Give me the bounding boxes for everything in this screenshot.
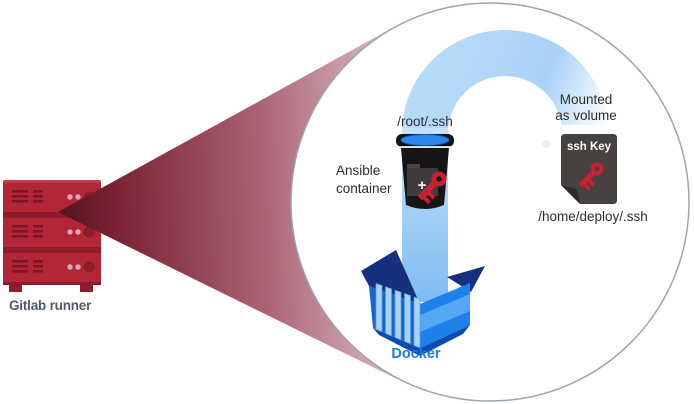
- docker-box-right-band: [420, 294, 470, 332]
- root-ssh-path-label: /root/.ssh: [397, 114, 453, 129]
- key-icon: [417, 171, 447, 205]
- home-deploy-ssh-path-label: /home/deploy/.ssh: [538, 209, 648, 224]
- ssh-key-file-label: ssh Key: [567, 141, 612, 153]
- ansible-container-label-line2: container: [336, 181, 392, 196]
- mounted-as-volume-label-line2: as volume: [555, 108, 617, 123]
- docker-box-icon: [361, 250, 485, 356]
- docker-label: Docker: [391, 346, 441, 362]
- file-shape: [561, 134, 617, 204]
- docker-container-slats: [375, 283, 421, 349]
- ansible-container-icon: +: [396, 134, 454, 209]
- mounted-as-volume-label-line1: Mounted: [560, 92, 613, 107]
- docker-box-bottom: [373, 325, 470, 356]
- server-separator: [3, 247, 101, 253]
- pipe-arch: [402, 30, 608, 141]
- key-icon: [578, 162, 604, 191]
- server-vent-slats: [12, 190, 43, 273]
- server-foot: [9, 284, 22, 292]
- decorative-dot: [542, 140, 550, 148]
- ssh-key-file-icon: ssh Key: [561, 134, 617, 204]
- bucket-highlight: [398, 146, 452, 148]
- ansible-container-label-line1: Ansible: [336, 163, 380, 178]
- gitlab-runner-label: Gitlab runner: [9, 298, 92, 313]
- server-foot: [80, 284, 93, 292]
- server-separator: [3, 212, 101, 218]
- file-fold-corner: [561, 185, 580, 204]
- docker-right-flap: [447, 266, 485, 292]
- server-base: [3, 282, 101, 285]
- docker-left-flap: [361, 250, 420, 304]
- folder-plus-label: +: [418, 177, 427, 194]
- bucket-liquid-top: [400, 134, 450, 146]
